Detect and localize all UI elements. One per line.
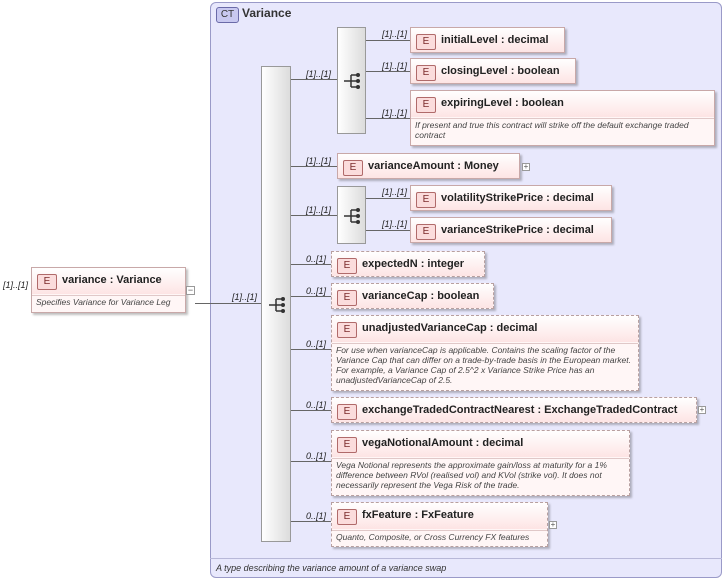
connector-line — [366, 198, 410, 199]
connector-line — [291, 349, 331, 350]
root-cardinality: [1]..[1] — [3, 280, 29, 290]
element-unadjustedVarianceCap[interactable]: E unadjustedVarianceCap : decimal For us… — [331, 315, 639, 391]
element-badge: E — [416, 34, 436, 50]
element-label: initialLevel : decimal — [441, 34, 549, 46]
connector-line — [366, 118, 410, 119]
element-badge: E — [337, 509, 357, 525]
element-documentation: For use when varianceCap is applicable. … — [336, 345, 631, 385]
element-closingLevel[interactable]: E closingLevel : boolean — [410, 58, 576, 84]
complex-type-badge: CT — [216, 7, 239, 23]
element-badge: E — [37, 274, 57, 290]
element-label: expectedN : integer — [362, 258, 465, 270]
connector-line — [366, 230, 410, 231]
expiringLevel-cardinality: [1]..[1] — [382, 108, 408, 118]
element-badge: E — [337, 258, 357, 274]
main-sequence-compositor[interactable] — [261, 66, 291, 542]
element-label: varianceCap : boolean — [362, 290, 480, 302]
element-badge: E — [337, 404, 357, 420]
varianceAmount-cardinality: [1]..[1] — [306, 156, 332, 166]
seq2-cardinality: [1]..[1] — [306, 205, 332, 215]
connector-line — [366, 40, 410, 41]
complex-type-documentation: A type describing the variance amount of… — [216, 563, 447, 573]
fxFeature-cardinality: 0..[1] — [306, 511, 327, 521]
element-label: unadjustedVarianceCap : decimal — [362, 322, 538, 334]
element-expectedN[interactable]: E expectedN : integer — [331, 251, 485, 277]
element-documentation: Specifies Variance for Variance Leg — [36, 297, 171, 307]
volatilityStrikePrice-cardinality: [1]..[1] — [382, 187, 408, 197]
element-varianceCap[interactable]: E varianceCap : boolean — [331, 283, 494, 309]
connector-line — [195, 303, 261, 304]
sequence-icon — [269, 297, 285, 313]
expectedN-cardinality: 0..[1] — [306, 254, 327, 264]
element-label: varianceStrikePrice : decimal — [441, 224, 594, 236]
element-documentation: Quanto, Composite, or Cross Currency FX … — [336, 532, 530, 542]
element-label: volatilityStrikePrice : decimal — [441, 192, 594, 204]
connector-line — [291, 296, 331, 297]
connector-line — [291, 521, 331, 522]
expand-icon[interactable]: + — [549, 520, 557, 529]
connector-line — [291, 461, 331, 462]
element-initialLevel[interactable]: E initialLevel : decimal — [410, 27, 565, 53]
element-expiringLevel[interactable]: E expiringLevel : boolean If present and… — [410, 90, 715, 146]
initialLevel-cardinality: [1]..[1] — [382, 29, 408, 39]
connector-line — [291, 166, 337, 167]
closingLevel-cardinality: [1]..[1] — [382, 61, 408, 71]
varianceStrikePrice-cardinality: [1]..[1] — [382, 219, 408, 229]
element-badge: E — [337, 437, 357, 453]
connector-line — [291, 79, 337, 80]
element-varianceAmount[interactable]: E varianceAmount : Money — [337, 153, 520, 179]
footer-divider — [210, 558, 722, 559]
sequence-icon — [344, 73, 360, 89]
element-label: varianceAmount : Money — [368, 160, 499, 172]
element-documentation: If present and true this contract will s… — [415, 120, 689, 140]
element-label: exchangeTradedContractNearest : Exchange… — [362, 404, 678, 416]
sequence-cardinality: [1]..[1] — [232, 292, 258, 302]
exchangeTradedContractNearest-cardinality: 0..[1] — [306, 400, 327, 410]
element-variance[interactable]: E variance : Variance Specifies Variance… — [31, 267, 186, 313]
sequence-compositor-levels[interactable] — [337, 27, 366, 134]
connector-line — [291, 264, 331, 265]
element-badge: E — [416, 224, 436, 240]
element-vegaNotionalAmount[interactable]: E vegaNotionalAmount : decimal Vega Noti… — [331, 430, 630, 496]
sequence-icon — [344, 208, 360, 224]
connector-line — [366, 71, 410, 72]
collapse-icon[interactable]: − — [186, 285, 195, 295]
element-volatilityStrikePrice[interactable]: E volatilityStrikePrice : decimal — [410, 185, 612, 211]
element-exchangeTradedContractNearest[interactable]: E exchangeTradedContractNearest : Exchan… — [331, 397, 697, 423]
element-label: fxFeature : FxFeature — [362, 509, 474, 521]
varianceCap-cardinality: 0..[1] — [306, 286, 327, 296]
element-badge: E — [416, 65, 436, 81]
element-badge: E — [343, 160, 363, 176]
element-badge: E — [337, 322, 357, 338]
element-label: expiringLevel : boolean — [441, 97, 564, 109]
element-fxFeature[interactable]: E fxFeature : FxFeature Quanto, Composit… — [331, 502, 548, 547]
expand-icon[interactable]: + — [698, 405, 706, 414]
vegaNotionalAmount-cardinality: 0..[1] — [306, 451, 327, 461]
expand-icon[interactable]: + — [522, 162, 530, 171]
sequence-compositor-strikes[interactable] — [337, 186, 366, 244]
connector-line — [291, 215, 337, 216]
element-label: closingLevel : boolean — [441, 65, 560, 77]
seq1-cardinality: [1]..[1] — [306, 69, 332, 79]
complex-type-title: Variance — [242, 6, 292, 20]
element-badge: E — [416, 97, 436, 113]
element-badge: E — [416, 192, 436, 208]
element-badge: E — [337, 290, 357, 306]
unadjustedVarianceCap-cardinality: 0..[1] — [306, 339, 327, 349]
element-label: vegaNotionalAmount : decimal — [362, 437, 524, 449]
element-documentation: Vega Notional represents the approximate… — [336, 460, 607, 490]
element-varianceStrikePrice[interactable]: E varianceStrikePrice : decimal — [410, 217, 612, 243]
connector-line — [291, 410, 331, 411]
element-label: variance : Variance — [62, 274, 162, 286]
